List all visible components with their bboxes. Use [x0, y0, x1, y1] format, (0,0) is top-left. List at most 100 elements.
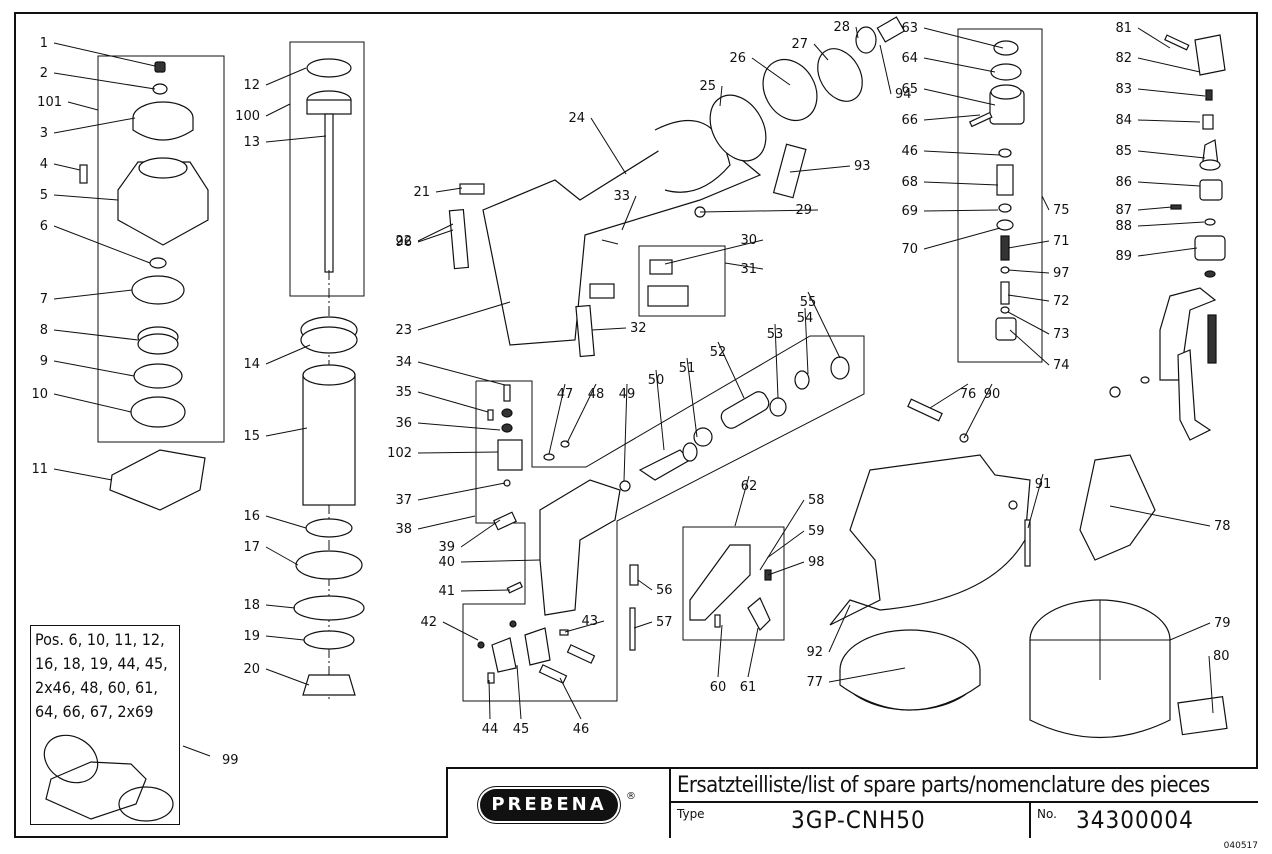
callout-43: 43	[581, 614, 598, 629]
leader-line	[807, 291, 841, 359]
leader-line	[923, 57, 996, 73]
leader-line	[1137, 88, 1206, 97]
leader-line	[442, 621, 479, 641]
leader-line	[774, 323, 779, 399]
callout-63: 63	[901, 21, 918, 36]
callout-87: 87	[1115, 203, 1132, 218]
callout-21: 21	[413, 185, 430, 200]
leader-line	[766, 530, 805, 559]
trigger-valve-group-box	[638, 245, 726, 317]
callout-12: 12	[243, 78, 260, 93]
callout-46: 46	[573, 722, 590, 737]
callout-37: 37	[395, 493, 412, 508]
leader-line	[923, 114, 981, 121]
callout-22: 22	[395, 234, 412, 249]
depth-adjust-parts	[1109, 34, 1226, 441]
callout-83: 83	[1115, 82, 1132, 97]
leader-line	[417, 515, 476, 530]
callout-61: 61	[740, 680, 757, 695]
piston-cylinder-parts	[293, 58, 365, 700]
callout-97: 97	[1053, 266, 1070, 281]
callout-53: 53	[767, 327, 784, 342]
callout-86: 86	[1115, 175, 1132, 190]
callout-15: 15	[243, 429, 260, 444]
callout-1: 1	[40, 36, 48, 51]
callout-58: 58	[808, 493, 825, 508]
callout-34: 34	[395, 355, 412, 370]
leader-line	[804, 307, 809, 375]
callout-30: 30	[740, 233, 757, 248]
leader-line	[1041, 195, 1050, 211]
callout-25: 25	[699, 79, 716, 94]
leader-line	[923, 88, 996, 106]
callout-42: 42	[420, 615, 437, 630]
callout-101: 101	[37, 95, 62, 110]
document-title: Ersatzteilliste/list of spare parts/nome…	[671, 769, 1258, 803]
callout-2: 2	[40, 66, 48, 81]
callout-81: 81	[1115, 21, 1132, 36]
leader-line	[516, 664, 522, 720]
leader-line	[1169, 622, 1211, 641]
callout-32: 32	[630, 321, 647, 336]
leader-line	[686, 357, 698, 438]
callout-28: 28	[833, 20, 850, 35]
leader-line	[417, 301, 511, 331]
callout-33: 33	[613, 189, 630, 204]
leader-line	[1007, 294, 1050, 302]
callout-36: 36	[395, 416, 412, 431]
leader-line	[460, 519, 501, 548]
callout-labels: 1210134567891011121001314151617181920212…	[31, 20, 1230, 768]
callout-35: 35	[395, 385, 412, 400]
callout-77: 77	[806, 675, 823, 690]
callout-73: 73	[1053, 327, 1070, 342]
callout-68: 68	[901, 175, 918, 190]
callout-85: 85	[1115, 144, 1132, 159]
callout-102: 102	[387, 446, 412, 461]
callout-79: 79	[1214, 616, 1231, 631]
valve-parts	[968, 40, 1025, 341]
callout-88: 88	[1115, 219, 1132, 234]
leader-line	[664, 239, 764, 265]
callout-48: 48	[588, 387, 605, 402]
leader-line	[435, 187, 463, 193]
number-value: 34300004	[1076, 806, 1194, 834]
leader-line	[265, 604, 296, 609]
leader-line	[566, 383, 597, 444]
leader-line	[855, 26, 859, 39]
callout-24: 24	[568, 111, 585, 126]
callout-45: 45	[513, 722, 530, 737]
callout-74: 74	[1053, 358, 1070, 373]
callout-51: 51	[679, 361, 696, 376]
leader-line	[559, 677, 582, 720]
callout-46: 46	[901, 144, 918, 159]
leader-line	[417, 391, 489, 413]
leader-line	[265, 67, 307, 86]
leader-line	[417, 482, 506, 501]
leader-line	[623, 383, 628, 482]
leader-line	[1027, 473, 1044, 529]
leader-line	[417, 229, 454, 243]
callout-9: 9	[40, 354, 48, 369]
callout-72: 72	[1053, 294, 1070, 309]
type-label: Type	[677, 807, 705, 821]
leader-line	[564, 620, 605, 633]
seal-kit-box: Pos. 6, 10, 11, 12, 16, 18, 19, 44, 45, …	[30, 625, 180, 825]
callout-18: 18	[243, 598, 260, 613]
callout-13: 13	[243, 135, 260, 150]
leader-line	[265, 103, 291, 117]
leader-line	[53, 329, 139, 341]
callout-54: 54	[797, 311, 814, 326]
callout-64: 64	[901, 51, 918, 66]
type-cell: Type 3GP-CNH50	[671, 803, 1031, 838]
seal-kit-position-list: Pos. 6, 10, 11, 12, 16, 18, 19, 44, 45, …	[35, 630, 168, 721]
leader-line	[53, 225, 151, 264]
callout-38: 38	[395, 522, 412, 537]
leader-line	[417, 223, 454, 242]
leader-line	[1009, 329, 1050, 366]
leader-line	[265, 515, 307, 529]
leader-line	[265, 668, 310, 686]
callout-41: 41	[438, 584, 455, 599]
leader-line	[923, 27, 1004, 49]
callout-65: 65	[901, 82, 918, 97]
leader-line	[53, 117, 136, 134]
